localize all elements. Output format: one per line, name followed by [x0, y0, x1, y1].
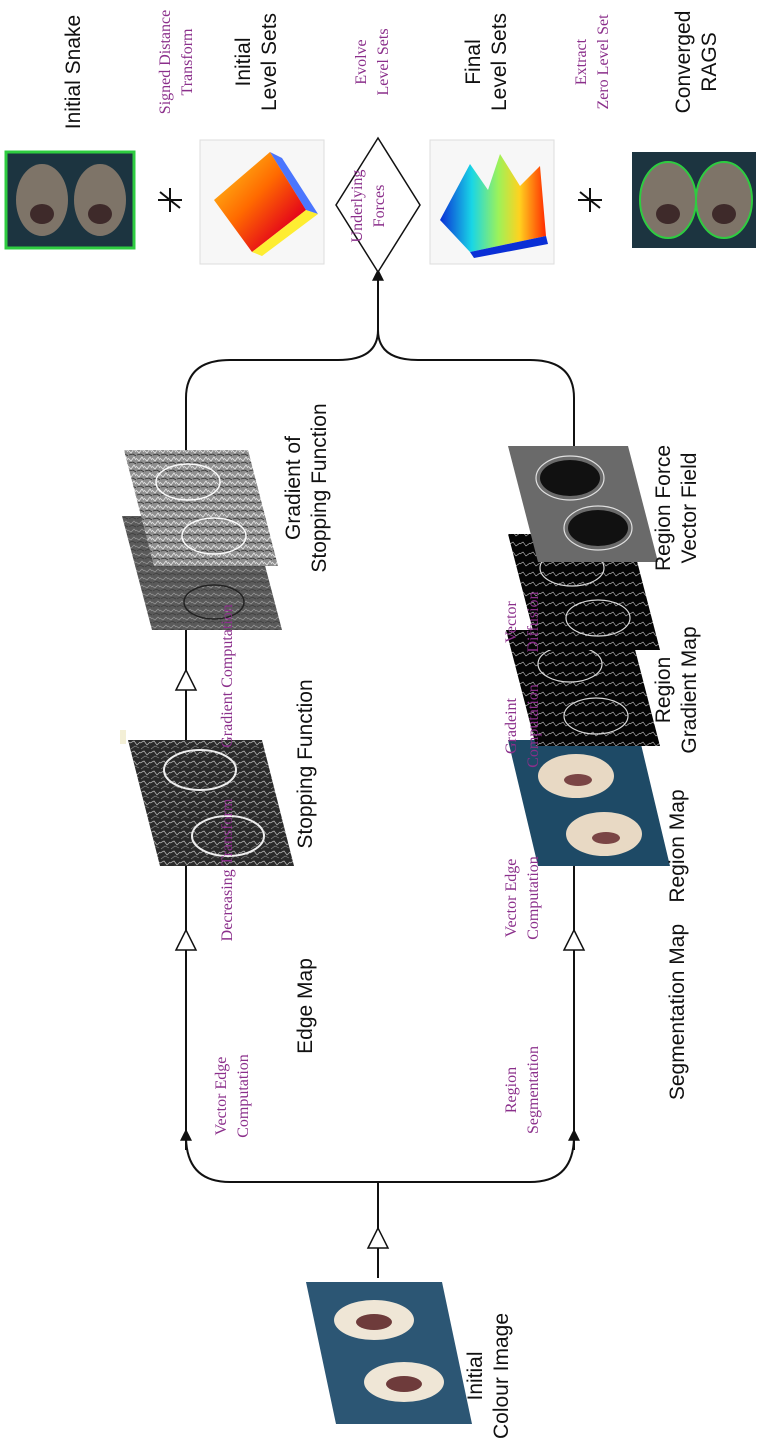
converged-rags-thumb: [632, 152, 756, 248]
extract-zero-line2: Zero Level Set: [595, 14, 612, 110]
region-gradient-map-line2: Gradient Map: [678, 626, 701, 753]
initial-colour-image-line1: Initial: [464, 1351, 487, 1400]
edge-map-label: Edge Map: [294, 958, 317, 1054]
gradeint-computation-line1: Gradeint: [503, 697, 520, 754]
underlying-forces-diamond: Underlying Forces: [335, 136, 421, 274]
converged-rags-line1: Converged: [672, 11, 695, 114]
evolve-level-sets-line2: Level Sets: [375, 28, 392, 95]
segmentation-map-thumb: [508, 740, 670, 866]
initial-colour-image-thumb: [306, 1282, 472, 1424]
initial-snake-label: Initial Snake: [62, 15, 85, 129]
vector-diffusion-line1: Vector: [503, 600, 520, 642]
step-marker: [562, 928, 586, 951]
split-bracket: [185, 1135, 575, 1183]
initial-level-sets-line2: Level Sets: [258, 13, 281, 111]
gradeint-computation-line2: Computation: [525, 684, 542, 768]
final-level-sets-line1: Final: [462, 39, 485, 85]
stopping-function-label: Stopping Function: [294, 679, 317, 848]
lower-vector-edge-line2: Computation: [525, 856, 542, 940]
initial-level-sets-plot: [199, 139, 325, 265]
region-force-line1: Region Force: [652, 445, 675, 571]
edge-map-thumb: [128, 740, 294, 866]
region-gradient-map-thumb: [508, 534, 660, 650]
signed-distance-line2: Transform: [179, 28, 196, 96]
final-level-sets-line2: Level Sets: [488, 13, 511, 111]
region-segmentation-line1: Region: [503, 1067, 520, 1113]
converged-rags-line2: RAGS: [698, 32, 721, 92]
region-segmentation-line2: Segmentation: [525, 1046, 542, 1134]
underlying-forces-line1: Underlying: [349, 170, 366, 243]
initial-colour-image-line2: Colour Image: [490, 1313, 513, 1439]
extract-zero-line1: Extract: [573, 38, 590, 85]
step-marker: [578, 188, 602, 212]
gradient-computation-label: Gradient Computation: [219, 604, 236, 748]
lower-vector-edge-line1: Vector Edge: [503, 859, 520, 938]
initial-level-sets-line1: Initial: [232, 37, 255, 86]
signed-distance-line1: Signed Distance: [157, 10, 174, 114]
region-force-vector-thumb: [508, 446, 658, 562]
step-marker: [174, 668, 198, 691]
gradient-of-stopping-line1: Gradient of: [282, 436, 305, 540]
merge-bracket: [185, 329, 575, 399]
upper-vector-edge-line2: Computation: [235, 1054, 252, 1138]
region-gradient-map-line1: Region: [652, 657, 675, 724]
initial-snake-thumb: [4, 150, 136, 250]
upper-vector-edge-line1: Vector Edge: [213, 1057, 230, 1136]
final-level-sets-plot: [429, 139, 555, 265]
region-map-label: Region Map: [666, 789, 689, 902]
segmentation-map-label: Segmentation Map: [666, 924, 689, 1100]
evolve-level-sets-line1: Evolve: [353, 39, 370, 84]
step-marker: [158, 188, 182, 212]
step-marker: [366, 1226, 390, 1249]
step-marker: [174, 928, 198, 951]
gradient-stopping-thumb: [124, 450, 278, 566]
region-force-line2: Vector Field: [678, 453, 701, 564]
vector-diffusion-line2: Diffusion: [525, 591, 542, 652]
decreasing-transform-label: Decreasing Transform: [219, 798, 236, 941]
gradient-of-stopping-line2: Stopping Function: [308, 403, 331, 572]
underlying-forces-line2: Forces: [371, 185, 388, 228]
